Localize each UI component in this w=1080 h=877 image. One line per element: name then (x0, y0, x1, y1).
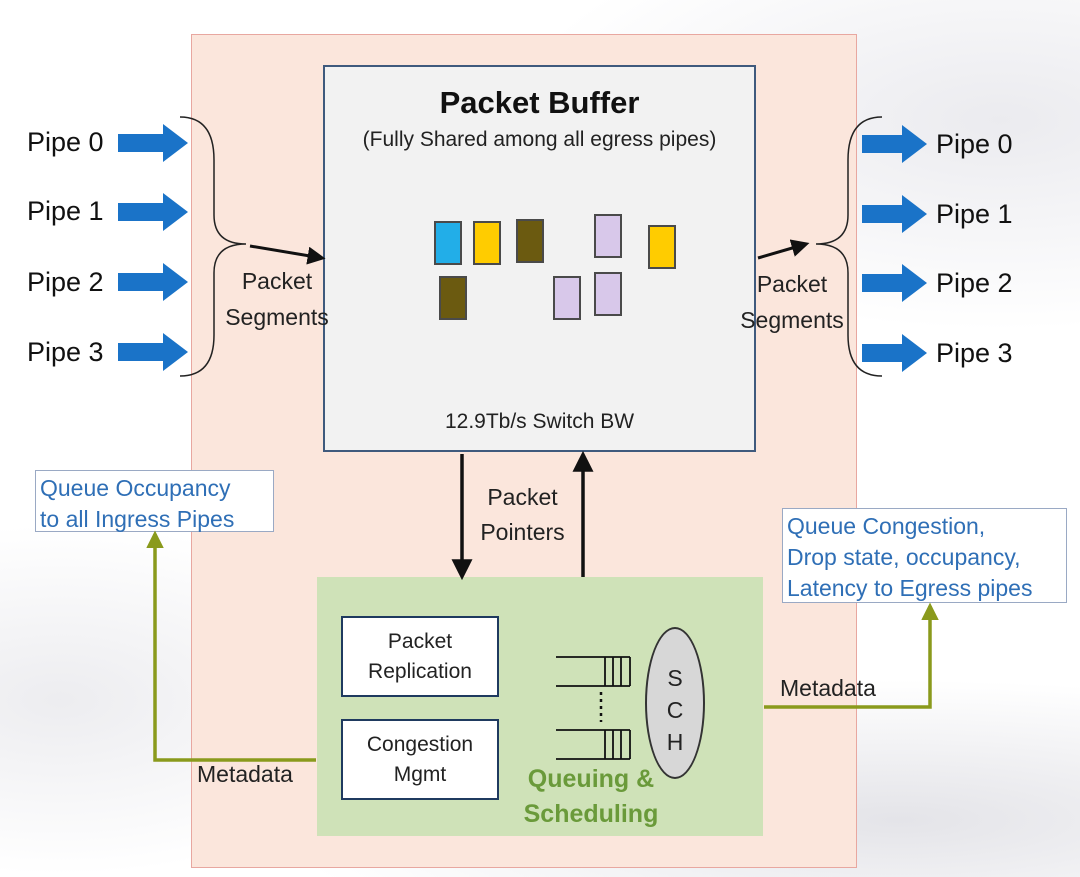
sch-letter-c: C (666, 697, 684, 723)
egress-note-line1: Queue Congestion, (787, 513, 986, 539)
metadata-right-line (764, 602, 939, 709)
packet-buffer-subtitle: (Fully Shared among all egress pipes) (362, 128, 717, 151)
queuing-title-line2: Scheduling (523, 800, 659, 828)
buffer-segment (648, 225, 676, 269)
metadata-left-label: Metadata (197, 761, 293, 787)
congestion-mgmt-line1: Congestion (366, 732, 474, 756)
queuing-title-line1: Queuing & (527, 765, 655, 793)
buffer-segment (594, 214, 622, 258)
buffer-segment (553, 276, 581, 320)
egress-segments-line2: Segments (740, 307, 844, 333)
ingress-to-buffer-arrow (249, 244, 326, 265)
sch-letter-h: H (666, 729, 684, 755)
packet-pointers-line1: Packet (487, 484, 558, 510)
ingress-pipe-0: Pipe 0 (27, 127, 104, 157)
ingress-brace (179, 116, 247, 377)
buffer-segment (434, 221, 462, 265)
egress-pipe-0: Pipe 0 (936, 129, 1013, 159)
egress-segments-line1: Packet (756, 271, 828, 297)
egress-pipe-2: Pipe 2 (936, 268, 1013, 298)
ingress-note-line1: Queue Occupancy (40, 475, 231, 501)
congestion-mgmt-line2: Mgmt (393, 762, 447, 786)
packet-replication-line2: Replication (368, 659, 472, 683)
buffer-segment (516, 219, 544, 263)
ingress-pipe-2-arrow (118, 263, 188, 301)
queue-bottom (556, 729, 631, 760)
ingress-pipe-3-arrow (118, 333, 188, 371)
ingress-pipe-1: Pipe 1 (27, 196, 104, 226)
egress-pipe-3: Pipe 3 (936, 338, 1013, 368)
buffer-segment (594, 272, 622, 316)
egress-note-box: Queue Congestion, Drop state, occupancy,… (782, 508, 1067, 603)
egress-pipe-1-arrow (862, 195, 927, 233)
congestion-mgmt-box: Congestion Mgmt (341, 719, 499, 800)
egress-pipe-1: Pipe 1 (936, 199, 1013, 229)
buffer-segment (473, 221, 501, 265)
ingress-pipe-2: Pipe 2 (27, 267, 104, 297)
egress-pipe-0-arrow (862, 125, 927, 163)
sch-letter-s: S (667, 665, 683, 691)
packet-pointers-line2: Pointers (480, 519, 565, 545)
scheduler-ellipse (645, 627, 705, 779)
ingress-pipe-3: Pipe 3 (27, 337, 104, 367)
ingress-pipe-1-arrow (118, 193, 188, 231)
egress-brace (815, 116, 883, 377)
ingress-note-box: Queue Occupancy to all Ingress Pipes (35, 470, 274, 532)
packet-replication-box: Packet Replication (341, 616, 499, 697)
egress-note-line2: Drop state, occupancy, (787, 544, 1021, 570)
egress-pipe-3-arrow (862, 334, 927, 372)
buffer-segment (439, 276, 467, 320)
packet-replication-line1: Packet (387, 629, 453, 653)
egress-pipe-2-arrow (862, 264, 927, 302)
ingress-segments-line2: Segments (225, 304, 329, 330)
ingress-segments-line1: Packet (241, 268, 313, 294)
buffer-to-egress-arrow (757, 239, 810, 260)
queue-top (556, 656, 631, 687)
packet-buffer-title: Packet Buffer (439, 85, 640, 120)
metadata-left-line (146, 530, 316, 762)
egress-note-line3: Latency to Egress pipes (787, 575, 1033, 601)
metadata-right-label: Metadata (780, 675, 876, 701)
ingress-pipe-0-arrow (118, 124, 188, 162)
switch-bandwidth: 12.9Tb/s Switch BW (444, 410, 635, 433)
ingress-note-line2: to all Ingress Pipes (40, 506, 235, 532)
